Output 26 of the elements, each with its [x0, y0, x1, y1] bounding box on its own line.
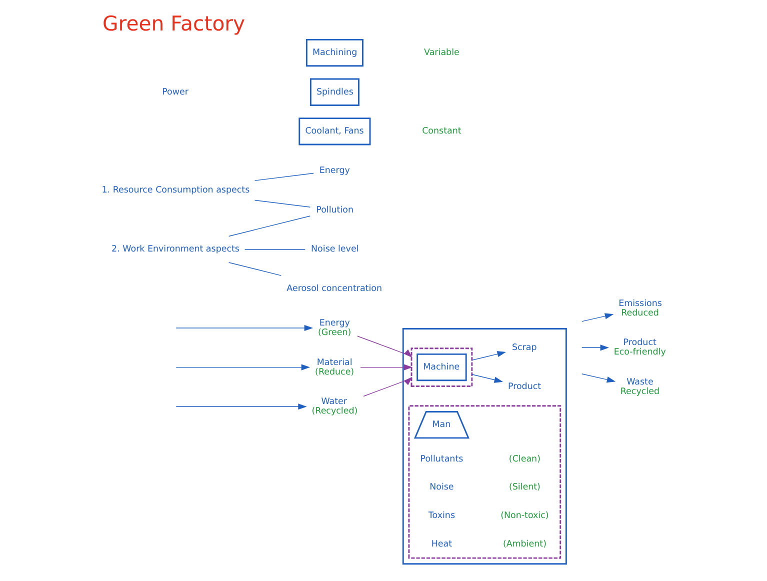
node-text: Product Eco-friendly: [613, 338, 666, 358]
node-text: Waste Recycled: [620, 377, 660, 397]
node-text: Product: [507, 382, 541, 392]
label: (Non-toxic): [500, 511, 548, 522]
node-text: Pollution: [316, 205, 353, 216]
label: (Silent): [508, 482, 540, 493]
label: Noise: [429, 482, 454, 493]
node-text: 1. Resource Consumption aspects: [101, 186, 250, 196]
label: Power: [162, 87, 188, 98]
node-text: Emissions Reduced: [618, 298, 662, 318]
label: (Clean): [508, 454, 540, 464]
label: Toxins: [428, 511, 454, 522]
diagram-title: Green Factory: [102, 12, 245, 36]
label: Pollutants: [420, 454, 463, 464]
node-text: Material (Reduce): [314, 358, 354, 378]
label: Constant: [422, 126, 461, 137]
label: Heat: [430, 539, 452, 550]
node-text: Noise level: [310, 244, 358, 255]
label: (Ambient): [502, 539, 546, 550]
node-text: Scrap: [511, 342, 536, 353]
node-text: Energy: [318, 166, 350, 176]
node-text: Water (Recycled): [311, 397, 358, 417]
node-text: Energy (Green): [317, 318, 351, 338]
label: Variable: [424, 48, 459, 58]
node-text: 2. Work Environment aspects: [111, 244, 239, 255]
node-text: Aerosol concentration: [286, 284, 382, 294]
